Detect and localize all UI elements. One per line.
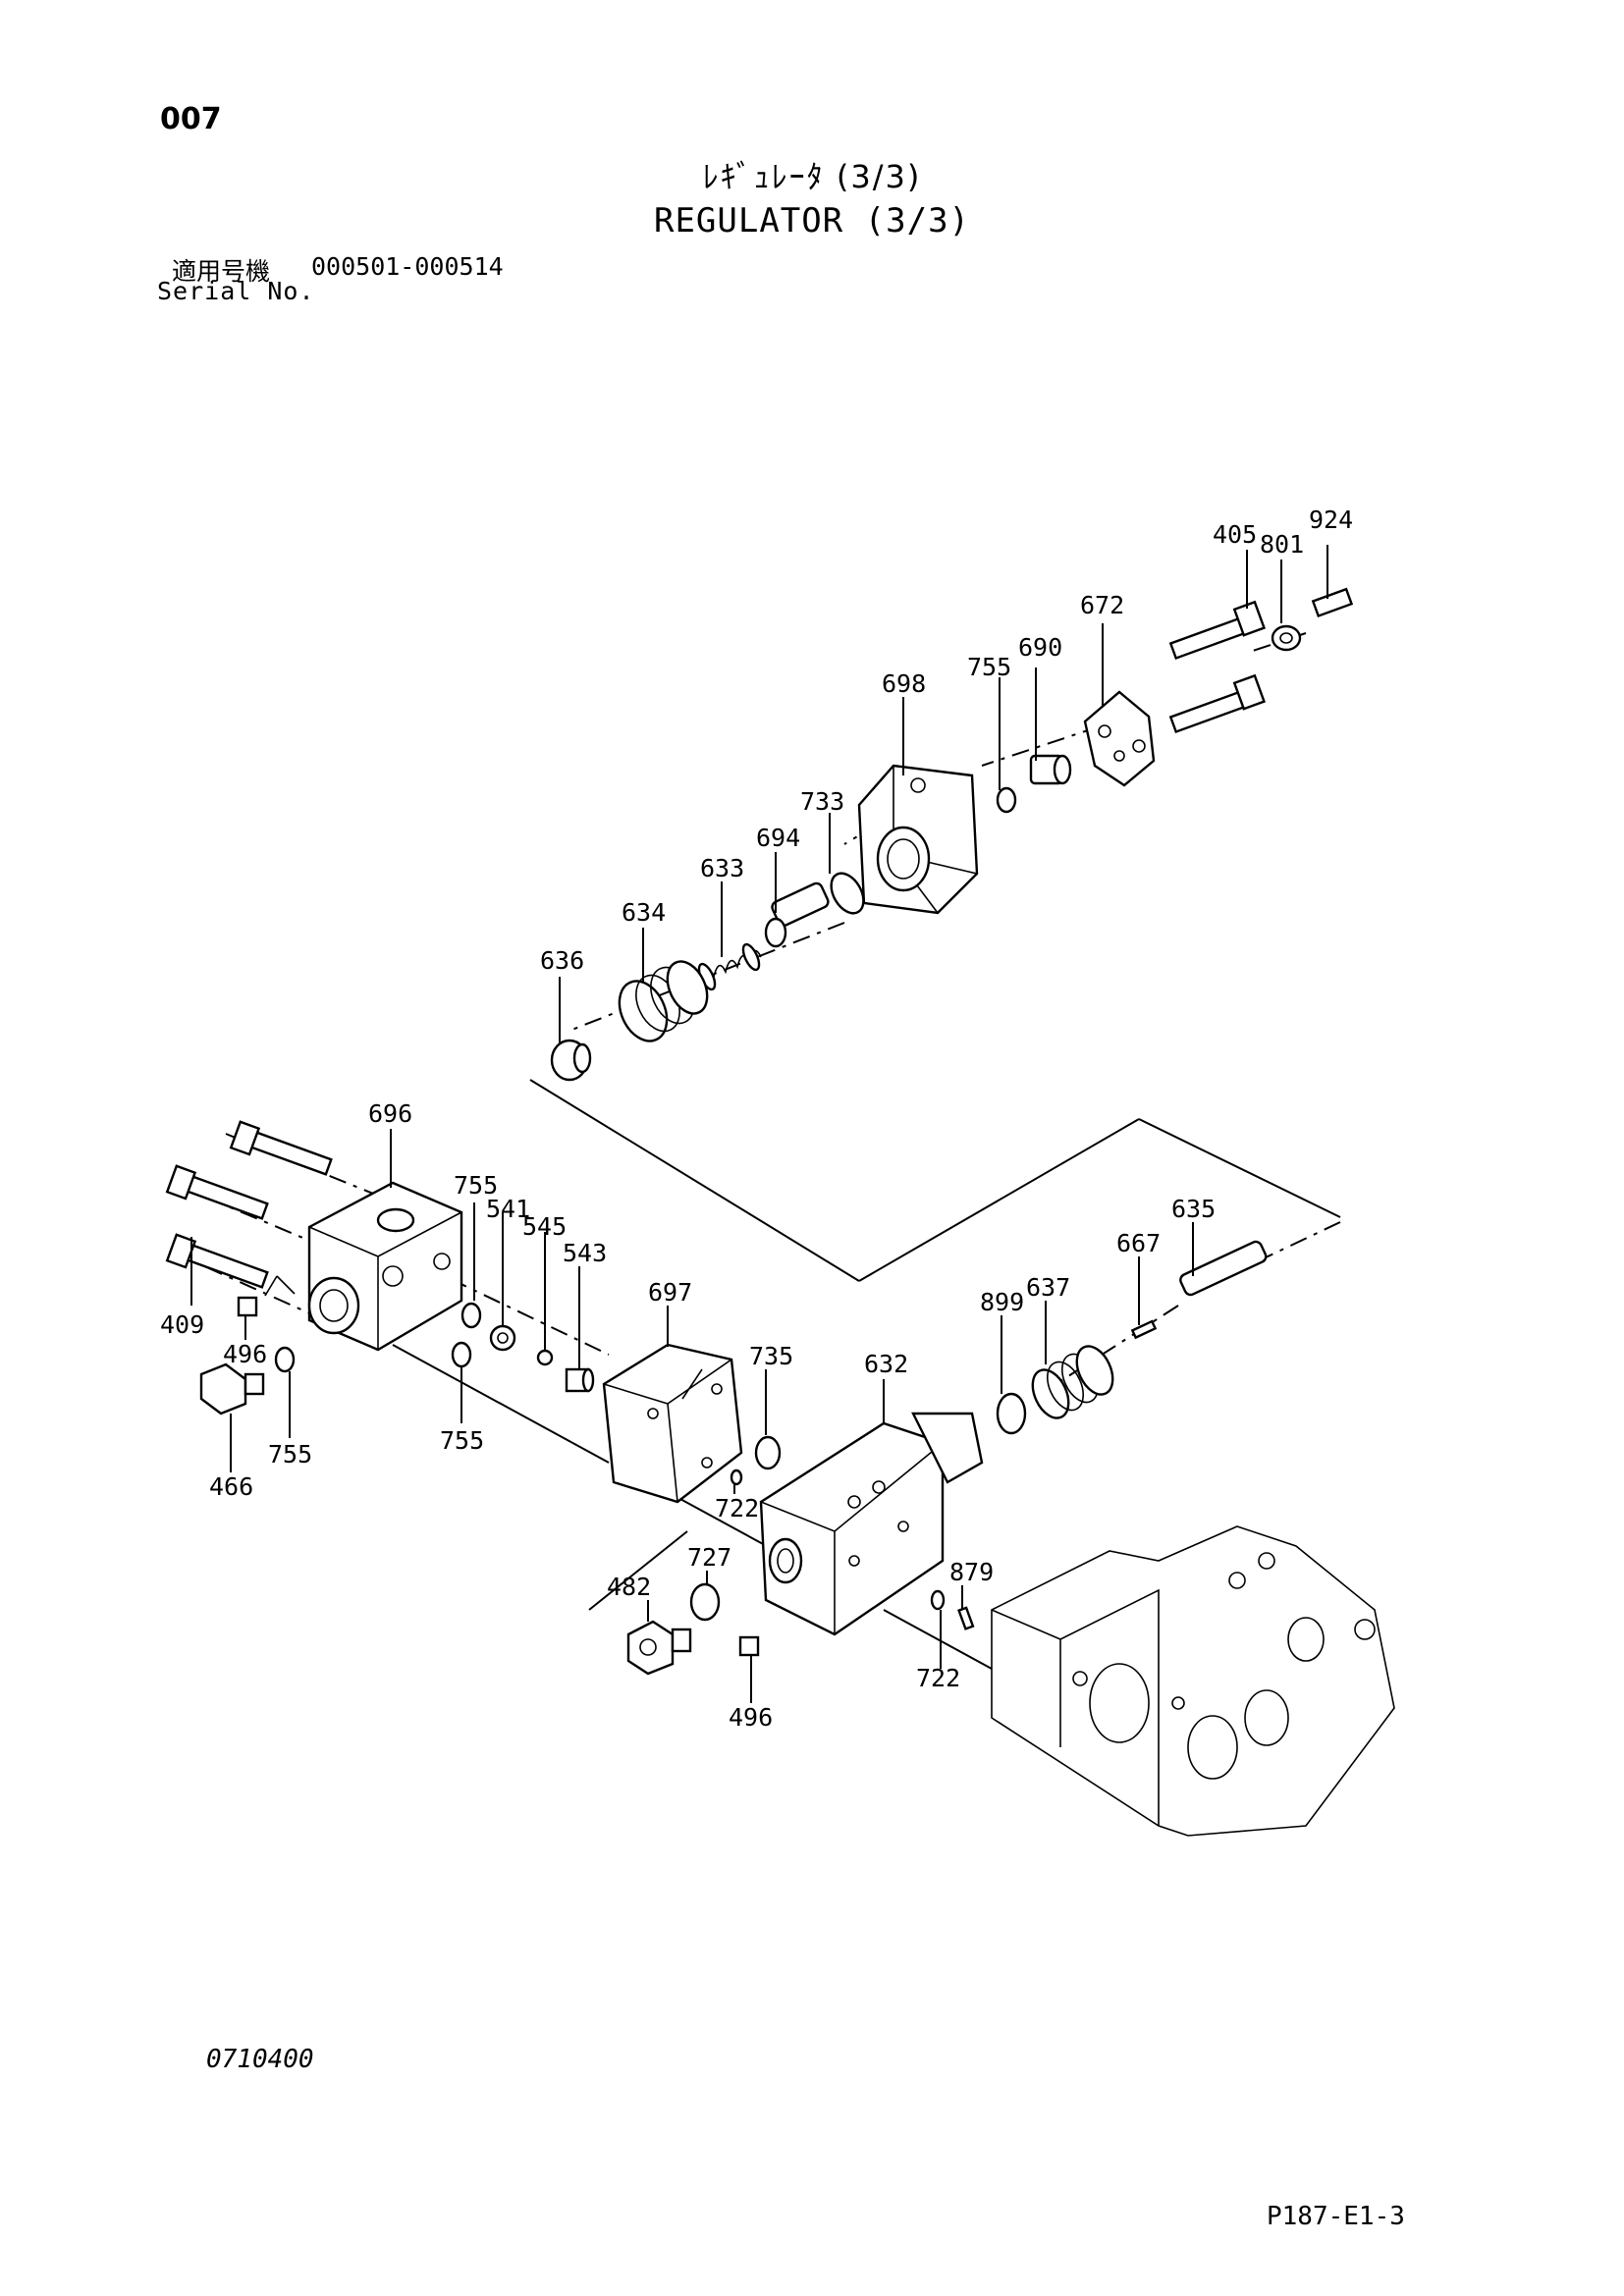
part-label: 482 — [607, 1573, 651, 1601]
plug-690 — [1029, 754, 1072, 785]
cover-697 — [602, 1343, 743, 1504]
o-ring-722-lower — [930, 1589, 946, 1611]
block-696 — [307, 1181, 463, 1352]
spool-694 — [764, 881, 830, 948]
page-title-japanese: ﾚｷﾞｭﾚｰﾀ (3/3) — [702, 158, 922, 195]
part-label: 672 — [1080, 591, 1124, 619]
part-label: 801 — [1260, 530, 1304, 559]
part-label: 722 — [715, 1494, 759, 1522]
part-label: 541 — [486, 1195, 530, 1223]
part-label: 496 — [223, 1340, 267, 1368]
seat-636 — [550, 1039, 592, 1082]
serial-label: Serial No. — [157, 277, 315, 305]
part-label: 632 — [864, 1350, 908, 1378]
o-rings-755-left — [274, 1302, 482, 1373]
part-label: 698 — [882, 669, 926, 698]
o-ring-899 — [996, 1392, 1027, 1435]
part-label: 755 — [967, 653, 1011, 681]
part-label: 466 — [209, 1472, 253, 1501]
page-number: 007 — [160, 102, 222, 136]
pin-879 — [957, 1606, 975, 1630]
part-label: 722 — [916, 1664, 960, 1692]
part-label: 409 — [160, 1310, 204, 1339]
part-label: 496 — [729, 1703, 773, 1732]
part-label: 879 — [949, 1558, 994, 1586]
page-title: REGULATOR (3/3) — [653, 201, 971, 240]
o-ring-727 — [689, 1582, 721, 1622]
pin-667 — [1130, 1319, 1158, 1340]
pump-body — [991, 1525, 1395, 1837]
plug-496-lower — [738, 1635, 760, 1657]
serial-range: 000501-000514 — [311, 252, 504, 281]
plug-482 — [626, 1620, 692, 1676]
seat-543 — [565, 1367, 595, 1393]
block-698 — [857, 764, 979, 915]
spool-635 — [1179, 1240, 1268, 1297]
part-label: 636 — [540, 946, 584, 975]
o-ring-755-upper — [996, 786, 1017, 814]
part-label: 690 — [1018, 633, 1062, 662]
plate-672 — [1083, 690, 1156, 787]
part-label: 696 — [368, 1099, 412, 1128]
o-ring-722-upper — [730, 1468, 743, 1486]
part-label: 634 — [622, 898, 666, 927]
ball-545 — [536, 1349, 554, 1366]
serial-label-japanese: 適用号機 — [172, 257, 271, 286]
bolt-405 — [1168, 600, 1266, 734]
part-label: 755 — [268, 1440, 312, 1468]
part-label: 924 — [1309, 506, 1353, 534]
plug-541 — [489, 1324, 516, 1352]
part-label: 694 — [756, 824, 800, 852]
casing-632 — [759, 1412, 984, 1636]
screw-924 — [1311, 587, 1354, 618]
part-label: 667 — [1116, 1229, 1161, 1257]
part-label: 637 — [1026, 1273, 1070, 1302]
nut-801 — [1271, 624, 1302, 652]
part-label: 697 — [648, 1278, 692, 1307]
part-label: 735 — [749, 1342, 793, 1370]
plug-466 — [199, 1362, 265, 1415]
part-label: 633 — [700, 854, 744, 882]
leader-lines — [190, 545, 1328, 1703]
part-label: 543 — [563, 1239, 607, 1267]
part-labels: 405 801 924 672 690 755 698 733 694 633 … — [160, 506, 1353, 1732]
part-label: 727 — [687, 1543, 731, 1572]
o-ring-733 — [830, 872, 865, 915]
sleeve-637 — [1031, 1345, 1114, 1419]
part-label: 733 — [800, 787, 844, 816]
sheet-code: P187-E1-3 — [1267, 2202, 1405, 2231]
bolts-409 — [165, 1120, 333, 1289]
part-label: 755 — [454, 1171, 498, 1200]
drawing-code: 0710400 — [206, 2045, 314, 2074]
part-label: 635 — [1171, 1195, 1216, 1223]
part-label: 755 — [440, 1426, 484, 1455]
part-label: 545 — [522, 1212, 567, 1241]
o-ring-735 — [754, 1435, 782, 1470]
spring-634 — [618, 960, 709, 1042]
part-label: 405 — [1213, 520, 1257, 549]
part-label: 899 — [980, 1288, 1024, 1316]
plug-496-left — [237, 1296, 258, 1317]
